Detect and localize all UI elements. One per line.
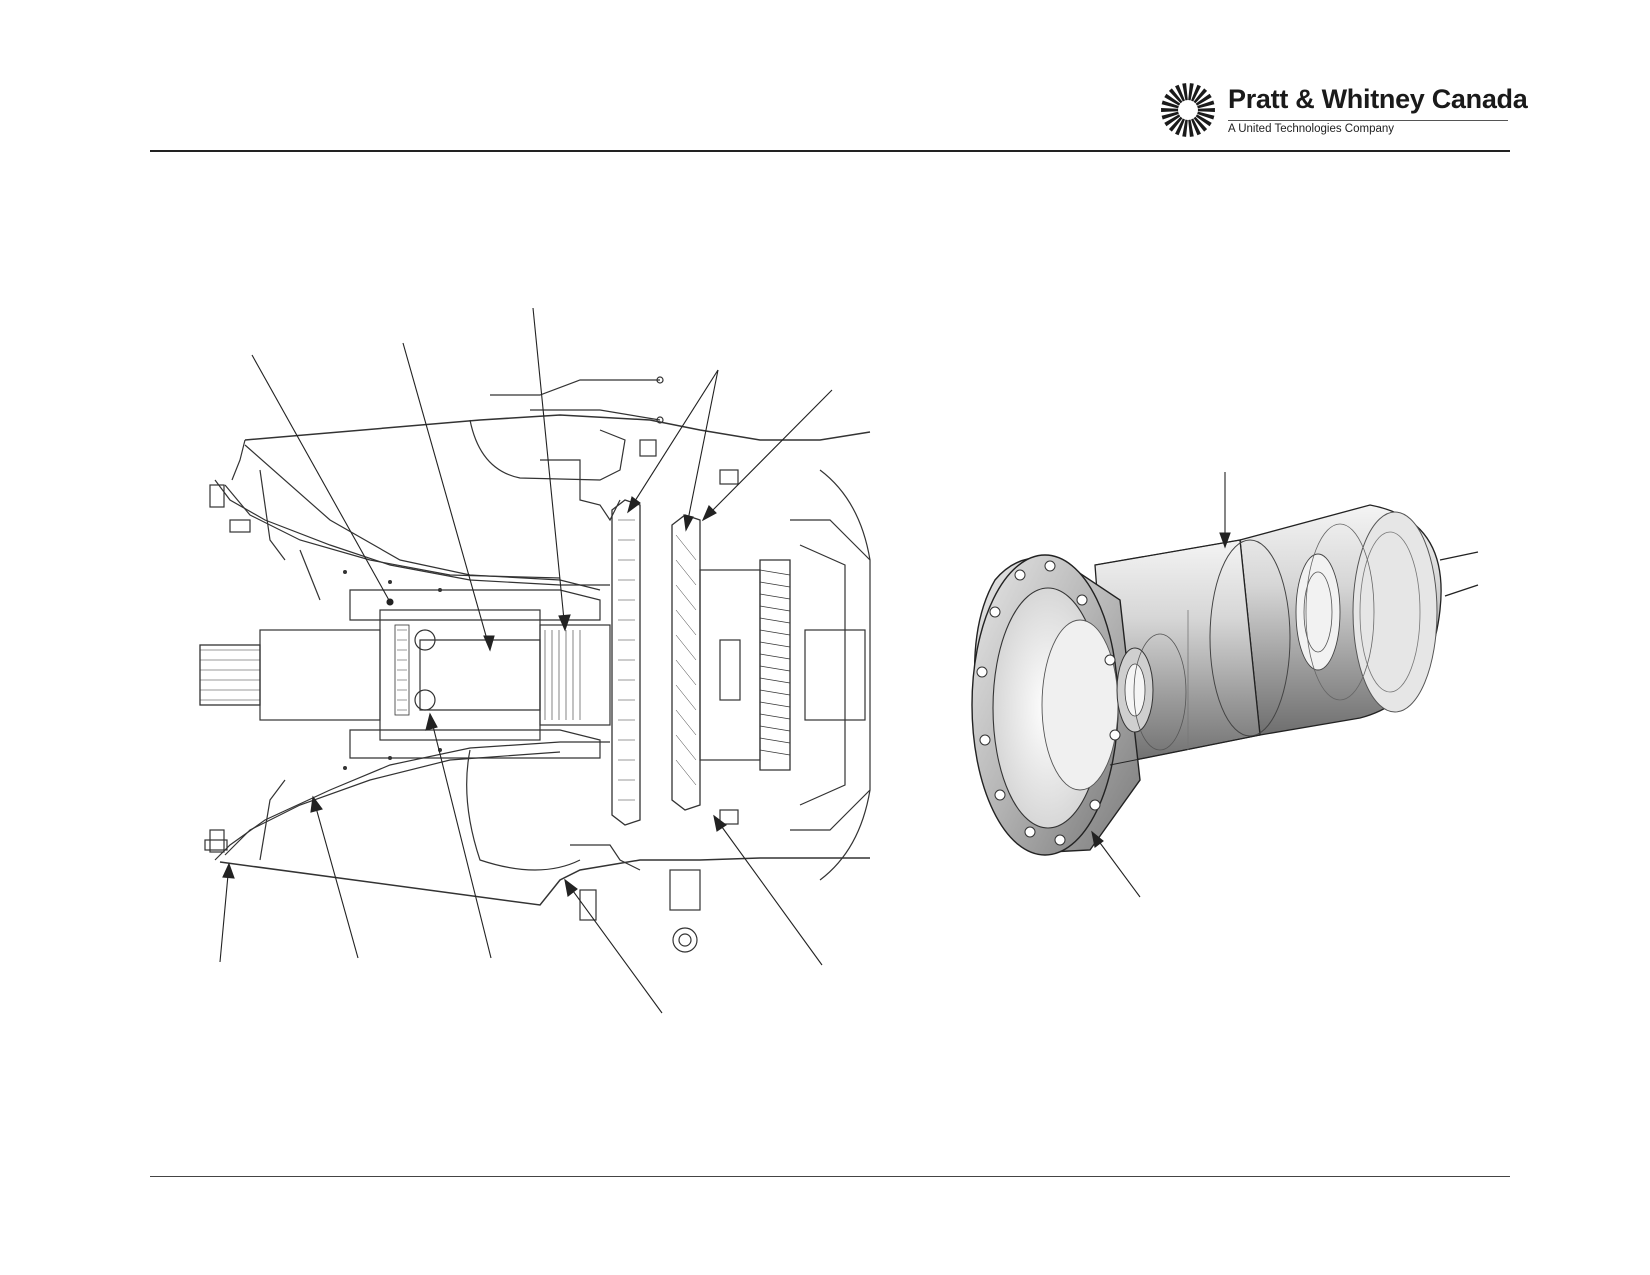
brand-name: Pratt & Whitney Canada (1228, 84, 1528, 114)
logo-ray (1195, 93, 1212, 106)
logo-ray (1195, 114, 1212, 127)
sunburst-logo-icon (1161, 83, 1215, 137)
logo-ray (1164, 93, 1181, 106)
logo-ray (1193, 116, 1208, 132)
logo-ray (1175, 118, 1185, 136)
header: Pratt & Whitney Canada A United Technolo… (0, 0, 1650, 160)
engine-cross-section (199, 376, 871, 953)
logo-ray (1193, 88, 1208, 104)
logo-ray (1188, 83, 1194, 101)
callout-leaders-left (219, 307, 833, 1014)
logo-ray (1191, 118, 1201, 136)
logo-ray (1161, 111, 1179, 120)
logo-ray (1188, 119, 1194, 137)
logo-ray (1182, 119, 1188, 137)
logo-ray (1168, 116, 1183, 132)
company-logo: Pratt & Whitney Canada A United Technolo… (1160, 82, 1528, 142)
brand-tagline: A United Technologies Company (1228, 123, 1395, 135)
logo-ray (1168, 88, 1183, 104)
logo-ray (1197, 111, 1215, 120)
gearbox-housing-3d (971, 504, 1479, 856)
logo-ray (1197, 100, 1215, 109)
logo-ray (1175, 84, 1185, 102)
logo-ray (1161, 108, 1179, 112)
logo-ray (1161, 100, 1179, 109)
logo-ray (1182, 83, 1188, 101)
bottom-rule (150, 1176, 1510, 1177)
callout-leaders-right (1091, 472, 1231, 898)
logo-ray (1197, 108, 1215, 112)
top-rule (150, 150, 1510, 152)
brand-divider (1228, 120, 1508, 121)
logo-ray (1164, 114, 1181, 127)
logo-ray (1191, 84, 1201, 102)
